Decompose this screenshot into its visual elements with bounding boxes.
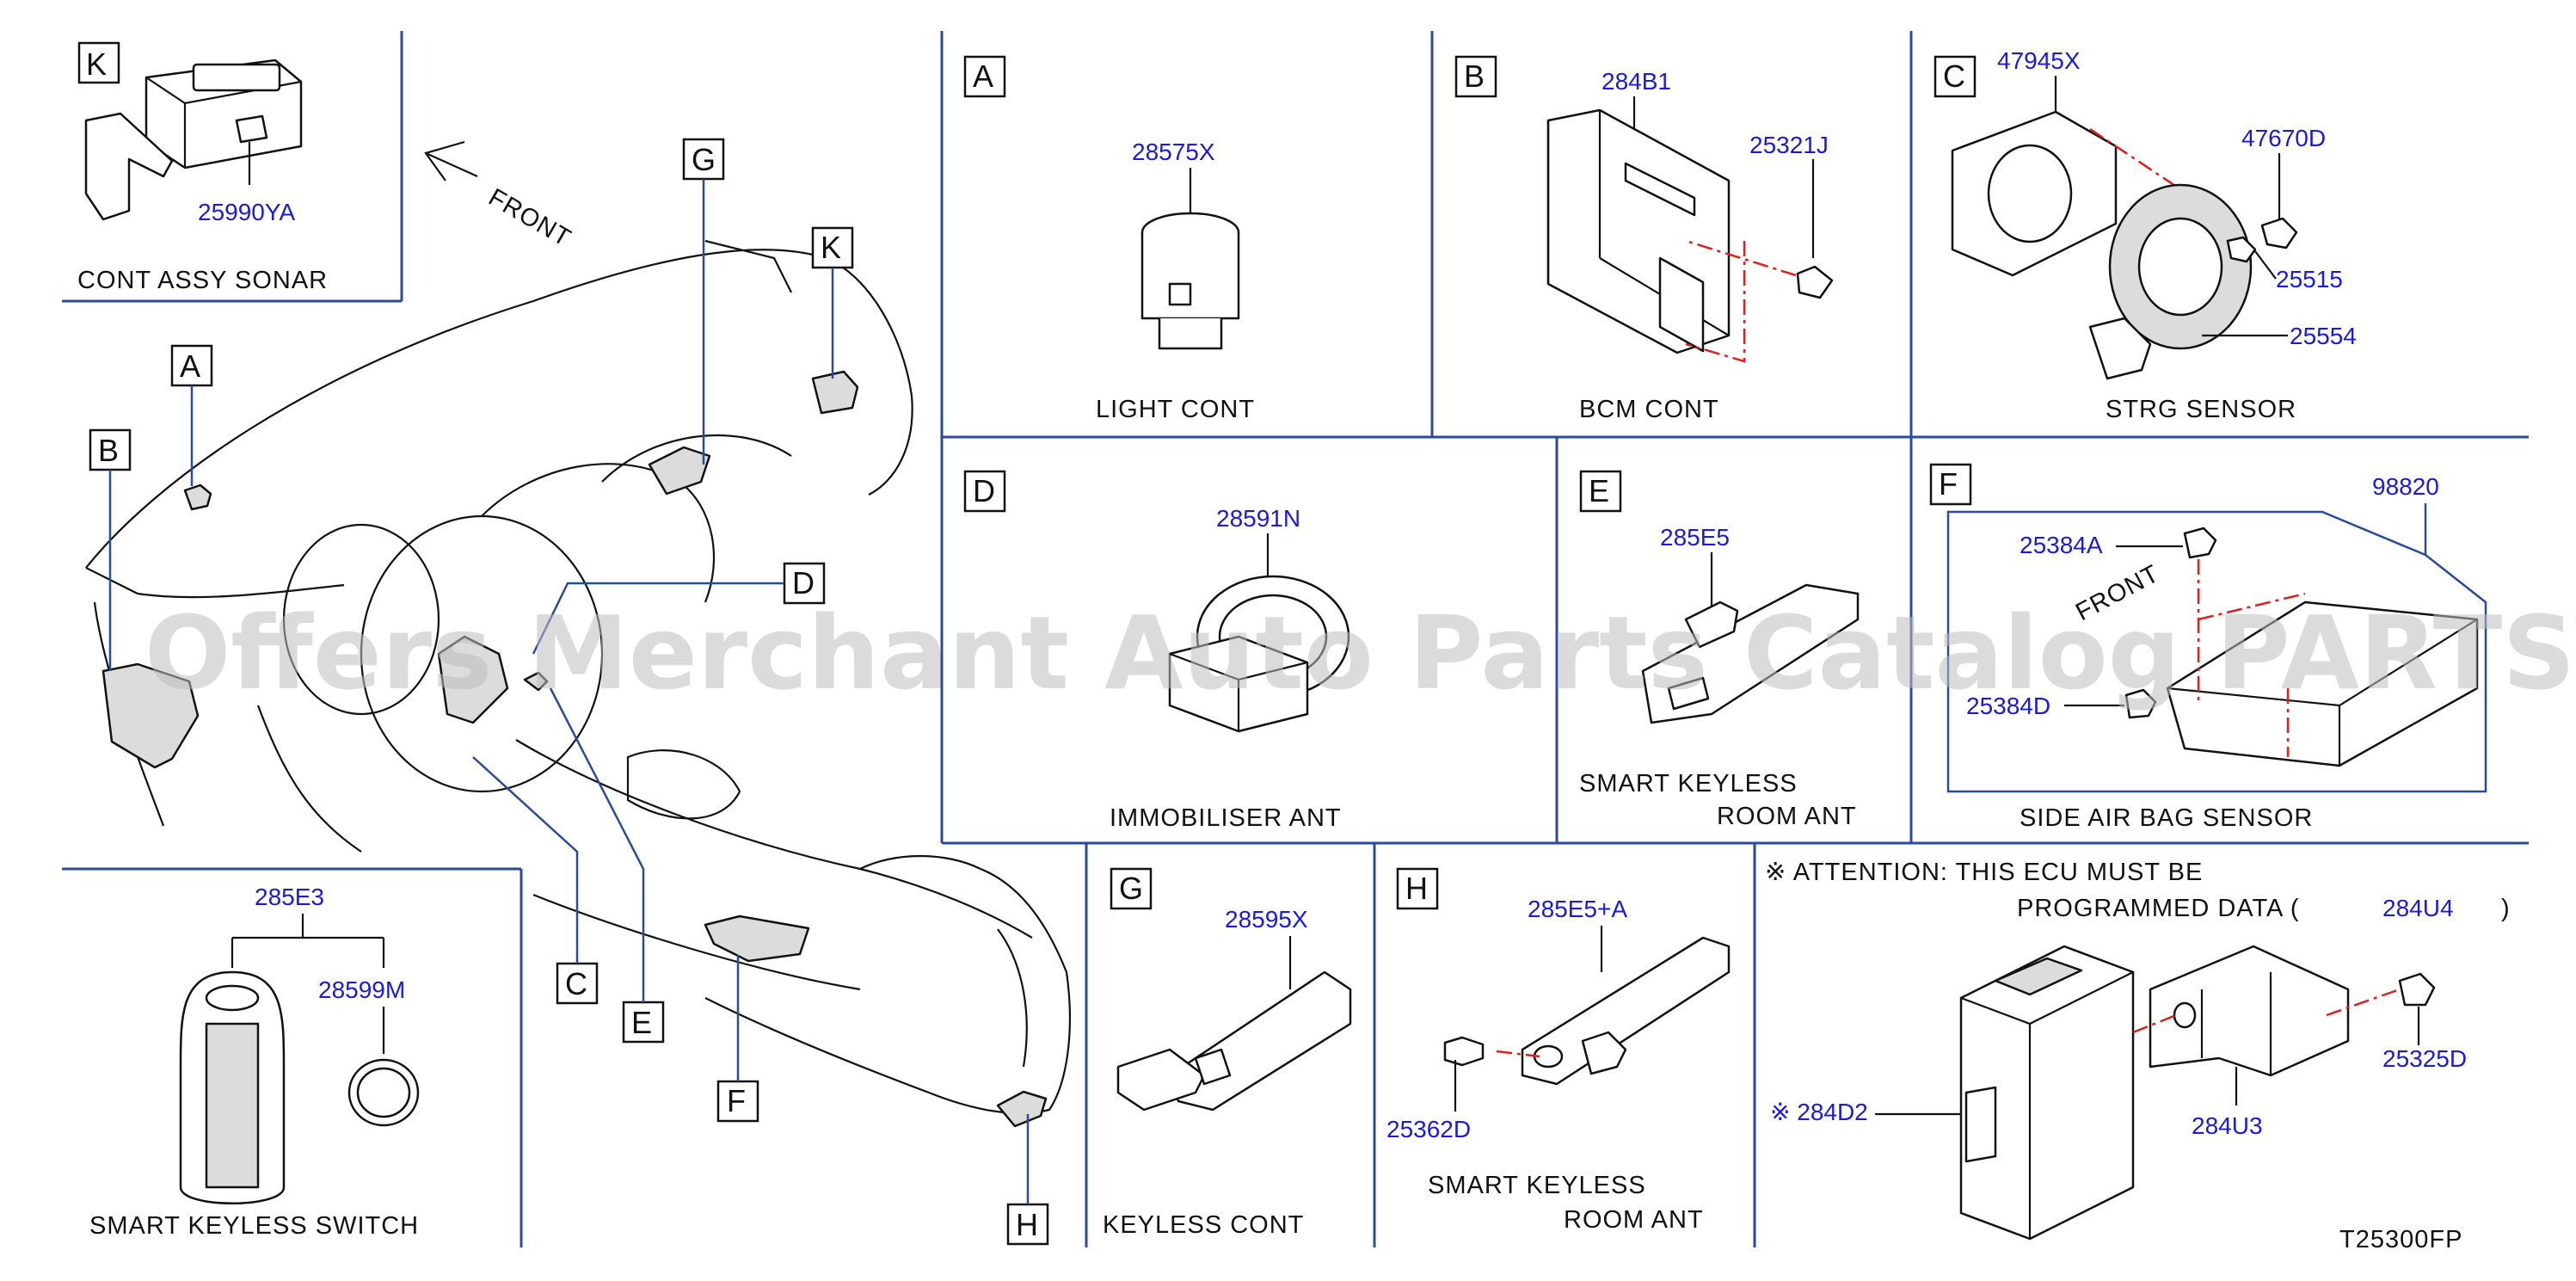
panel-letter: F — [1939, 466, 1958, 502]
part-number: 28591N — [1216, 505, 1300, 532]
panel-caption: IMMOBILISER ANT — [1110, 804, 1342, 832]
callout-box-f — [716, 1080, 759, 1123]
panel-letter-box — [963, 55, 1006, 98]
panel-g-keyless-cont: G 28595X KEYLESS CONT — [1103, 867, 1352, 1239]
panel-frame-lines — [62, 31, 2529, 1247]
panel-caption: CONT ASSY SONAR — [77, 267, 328, 294]
panel-c-strg-sensor: C 47945X 47670D 25515 25554 STRG SENSOR — [1934, 47, 2357, 423]
callout-e-letter: E — [631, 1005, 652, 1040]
panel-caption: LIGHT CONT — [1096, 396, 1255, 423]
part-number: 28575X — [1132, 139, 1215, 165]
panel-k-sonar: 25990YA CONT ASSY SONAR — [77, 59, 328, 294]
panel-letter-box — [1579, 470, 1622, 513]
callout-c-letter: C — [565, 966, 587, 1001]
panel-smart-keyless-switch: 285E3 28599M SMART KEYLESS SWITCH — [89, 884, 420, 1240]
callout-h-letter: H — [1016, 1207, 1038, 1242]
panel-letter-box — [1934, 55, 1977, 98]
panel-letter: D — [973, 473, 995, 508]
panel-e-room-ant: E 285E5 SMART KEYLESS ROOM ANT — [1579, 470, 1860, 830]
part-number: 25384D — [1966, 693, 2050, 719]
panel-caption-line2: ROOM ANT — [1717, 803, 1857, 830]
part-number: 25384A — [2020, 532, 2103, 558]
part-number: 285E3 — [255, 884, 324, 910]
watermark: Offers Merchant Auto Parts Catalog PARTS… — [144, 594, 2576, 712]
panel-letter-box — [1110, 867, 1153, 910]
part-number: 25362D — [1386, 1116, 1471, 1142]
part-number: 25325D — [2382, 1045, 2467, 1072]
callout-f-letter: F — [727, 1083, 746, 1118]
panel-caption: BCM CONT — [1579, 396, 1719, 423]
part-number: ※ 284D2 — [1770, 1099, 1868, 1125]
panel-f-airbag-sensor: F 98820 25384A FRONT 25384D SIDE AIR BAG… — [1929, 463, 2487, 832]
panel-letter-box — [963, 470, 1006, 513]
panel-caption-line2: ROOM ANT — [1564, 1206, 1704, 1234]
panel-ecu-attention: ※ ATTENTION: THIS ECU MUST BE PROGRAMMED… — [1765, 859, 2511, 1241]
part-number: 47945X — [1997, 47, 2081, 74]
callout-box-k-top — [77, 41, 120, 84]
part-number: 28595X — [1225, 906, 1308, 933]
part-number: 98820 — [2372, 473, 2439, 500]
panel-b-bcm: B 284B1 25321J BCM CONT — [1454, 55, 1834, 423]
callout-box-d — [783, 562, 826, 605]
attention-close-paren: ) — [2501, 895, 2511, 922]
callout-a-letter: A — [180, 348, 200, 384]
attention-part-number: 284U4 — [2382, 895, 2454, 921]
part-number: 25515 — [2276, 266, 2343, 293]
callout-k-letter: K — [821, 230, 841, 265]
attention-line2: PROGRAMMED DATA ( — [2017, 895, 2300, 922]
panel-letter: C — [1943, 59, 1965, 94]
callout-g-letter: G — [692, 142, 716, 177]
diagram-code: T25300FP — [2339, 1226, 2462, 1253]
part-number: 284U3 — [2192, 1112, 2263, 1139]
callout-box-h — [1006, 1203, 1049, 1246]
panel-caption-line1: SMART KEYLESS — [1428, 1172, 1646, 1199]
panel-letter-box — [1396, 867, 1439, 910]
panel-caption: STRG SENSOR — [2106, 396, 2296, 423]
panel-caption-line1: SMART KEYLESS — [1579, 770, 1798, 798]
callout-d-letter: D — [792, 565, 815, 600]
part-number: 285E5+A — [1528, 896, 1627, 922]
callout-k-top-letter: K — [86, 46, 107, 82]
panel-caption: SMART KEYLESS SWITCH — [89, 1212, 419, 1240]
front-label: FRONT — [484, 183, 576, 252]
panel-caption: SIDE AIR BAG SENSOR — [2020, 804, 2313, 832]
panel-letter: A — [973, 59, 993, 94]
part-number: 284B1 — [1602, 68, 1671, 95]
part-number: 25321J — [1749, 132, 1829, 158]
panel-letter: E — [1589, 473, 1609, 508]
panel-letter: B — [1464, 59, 1485, 94]
dashboard-overview-drawing: FRONT — [85, 140, 1071, 1128]
panel-a-light-cont: A 28575X LIGHT CONT — [963, 55, 1255, 423]
attention-line1: ※ ATTENTION: THIS ECU MUST BE — [1765, 859, 2203, 886]
part-number: 25990YA — [198, 199, 295, 225]
panel-d-immobiliser: D 28591N IMMOBILISER ANT — [963, 470, 1350, 832]
panel-letter-box — [1929, 463, 1972, 506]
part-number: 47670D — [2241, 125, 2326, 151]
panel-letter: G — [1119, 871, 1143, 906]
panel-caption: KEYLESS CONT — [1103, 1211, 1304, 1239]
part-number: 28599M — [318, 976, 405, 1003]
part-number: 285E5 — [1660, 524, 1730, 551]
overview-callouts: K G K A B D C E F H — [77, 41, 1049, 1246]
part-number: 25554 — [2290, 323, 2357, 349]
panel-letter: H — [1405, 871, 1428, 906]
callout-box-b — [89, 428, 132, 471]
panel-h-room-ant: H 285E5+A 25362D SMART KEYLESS ROOM ANT — [1386, 867, 1731, 1234]
panel-letter-box — [1454, 55, 1497, 98]
callout-b-letter: B — [98, 433, 119, 468]
